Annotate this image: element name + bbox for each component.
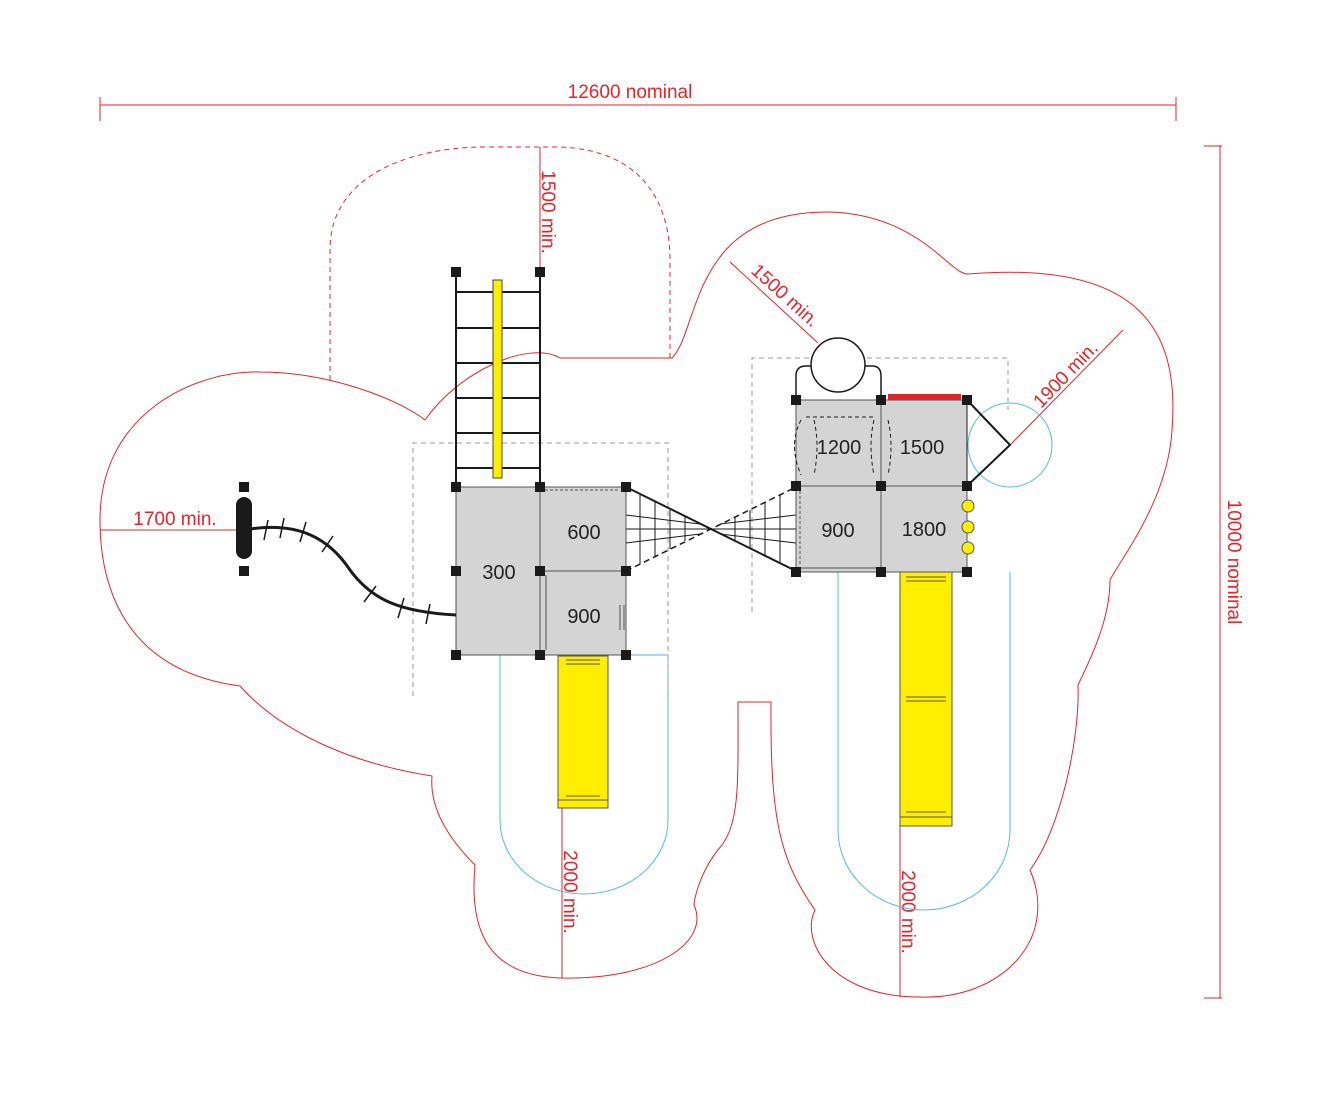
deck-900-right[interactable] (795, 485, 882, 573)
deck-1200[interactable] (795, 399, 882, 487)
overall-depth-dimension (1204, 145, 1222, 999)
overall-depth-label: 10000 nominal (1223, 500, 1244, 625)
slide-left-runout-label: 2000 min. (559, 850, 580, 933)
left-slide-runout-zone (499, 654, 669, 895)
deck-1800-label: 1800 (902, 519, 947, 541)
deck-600[interactable] (539, 486, 627, 572)
clearance-climber-label: 1900 min. (1030, 338, 1103, 413)
net-bridge[interactable] (625, 486, 797, 572)
overall-width-dimension (99, 97, 1177, 121)
slide-right-runout-label: 2000 min. (897, 870, 918, 953)
safety-zone-outline (99, 211, 1174, 998)
ladder-clearance-zone (329, 146, 671, 380)
yellow-grip-holds[interactable] (961, 499, 975, 555)
side-climber[interactable] (966, 399, 1012, 487)
clearance-arch-label: 1500 min. (747, 260, 823, 331)
right-slide-runout-zone (837, 572, 1011, 911)
deck-1200-label: 1200 (817, 437, 862, 459)
clearance-left-label: 1700 min. (133, 509, 216, 530)
deck-1500-label: 1500 (900, 437, 945, 459)
deck-600-label: 600 (567, 522, 600, 544)
deck-900-right-label: 900 (821, 520, 854, 542)
deck-1500[interactable] (880, 399, 968, 487)
curved-balance-rail[interactable] (236, 482, 457, 625)
steering-wheel[interactable] (810, 337, 866, 393)
right-tower: 1200 1500 900 1800 (791, 337, 1012, 827)
overall-width-label: 12600 nominal (568, 82, 693, 103)
deck-1800[interactable] (880, 485, 968, 573)
left-tower: 300 600 900 (451, 267, 631, 809)
deck-900-left[interactable] (539, 570, 627, 656)
climber-zone-circle (967, 402, 1053, 488)
right-posts (791, 395, 972, 577)
ladder-yellow-rail (492, 279, 503, 479)
deck-300-label: 300 (482, 562, 515, 584)
deck-900-left-label: 900 (567, 606, 600, 628)
red-panel-bar (888, 394, 961, 400)
left-slide[interactable] (557, 655, 609, 809)
right-slide[interactable] (899, 571, 953, 827)
clearance-dimension-lines (100, 147, 1124, 997)
clearance-top-label: 1500 min. (537, 170, 558, 253)
